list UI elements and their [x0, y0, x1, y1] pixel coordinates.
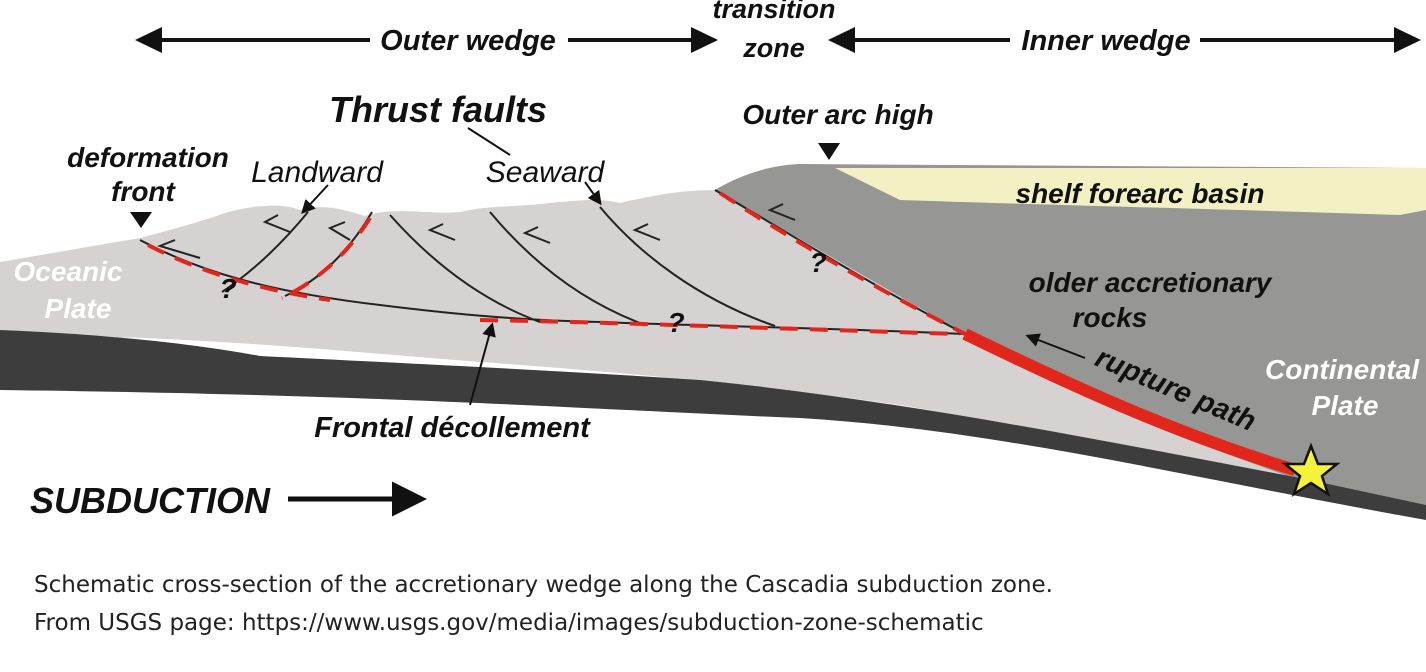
caption: Schematic cross-section of the accretion… [34, 572, 1053, 636]
thrust-faults-connector [467, 127, 511, 156]
transition-zone-label-line2: zone [742, 33, 805, 63]
rupture-direction-arrow [1025, 333, 1086, 359]
thrust-faults-label: Thrust faults [329, 89, 547, 130]
transition-zone-label-line1: transition [712, 0, 835, 24]
seaward-pointer [584, 181, 602, 206]
fault-motion-arrows [156, 203, 796, 259]
uncertain-fault-mark-3: ? [809, 247, 826, 278]
caption-line-1: Schematic cross-section of the accretion… [34, 572, 1053, 598]
outer-arc-high-label: Outer arc high [742, 99, 933, 130]
zone-header: Outer wedge transition zone Inner wedge [135, 0, 1421, 63]
deformation-front-label-line1: deformation [67, 142, 229, 173]
inner-wedge-label: Inner wedge [1021, 25, 1190, 57]
oceanic-plate [0, 330, 1426, 520]
red-fault-traces [147, 191, 1297, 476]
caption-line-2: From USGS page: https://www.usgs.gov/med… [34, 610, 984, 636]
outer-wedge-label: Outer wedge [380, 25, 556, 57]
subduction-label: SUBDUCTION [30, 480, 271, 521]
shelf-forearc-basin-label: shelf forearc basin [1016, 178, 1265, 209]
frontal-decollement-label: Frontal décollement [314, 412, 591, 444]
older-accretionary-label-line2: rocks [1073, 302, 1148, 333]
cross-section: ? ? ? [0, 127, 1426, 520]
outer-arc-high-marker [818, 143, 840, 160]
continental-plate-label-line1: Continental [1265, 354, 1420, 385]
oceanic-plate-label-line1: Oceanic [14, 256, 123, 287]
older-accretionary-label-line1: older accretionary [1029, 267, 1273, 298]
deformation-front-label-line2: front [111, 176, 176, 207]
uncertain-fault-mark-1: ? [219, 273, 236, 304]
seaward-label: Seaward [486, 156, 606, 189]
older-accretionary-rocks [715, 164, 1426, 505]
landward-label: Landward [251, 156, 384, 189]
uncertain-fault-mark-2: ? [667, 307, 684, 338]
earthquake-epicenter-star [1281, 442, 1341, 497]
rupture-path-trace [962, 328, 1297, 476]
continental-plate-label-line2: Plate [1312, 390, 1379, 421]
deformation-front-marker [130, 212, 152, 228]
decollement-pointer [469, 322, 496, 406]
landward-pointer [301, 184, 329, 215]
oceanic-plate-label-line2: Plate [45, 293, 112, 324]
shelf-forearc-basin [835, 168, 1426, 215]
